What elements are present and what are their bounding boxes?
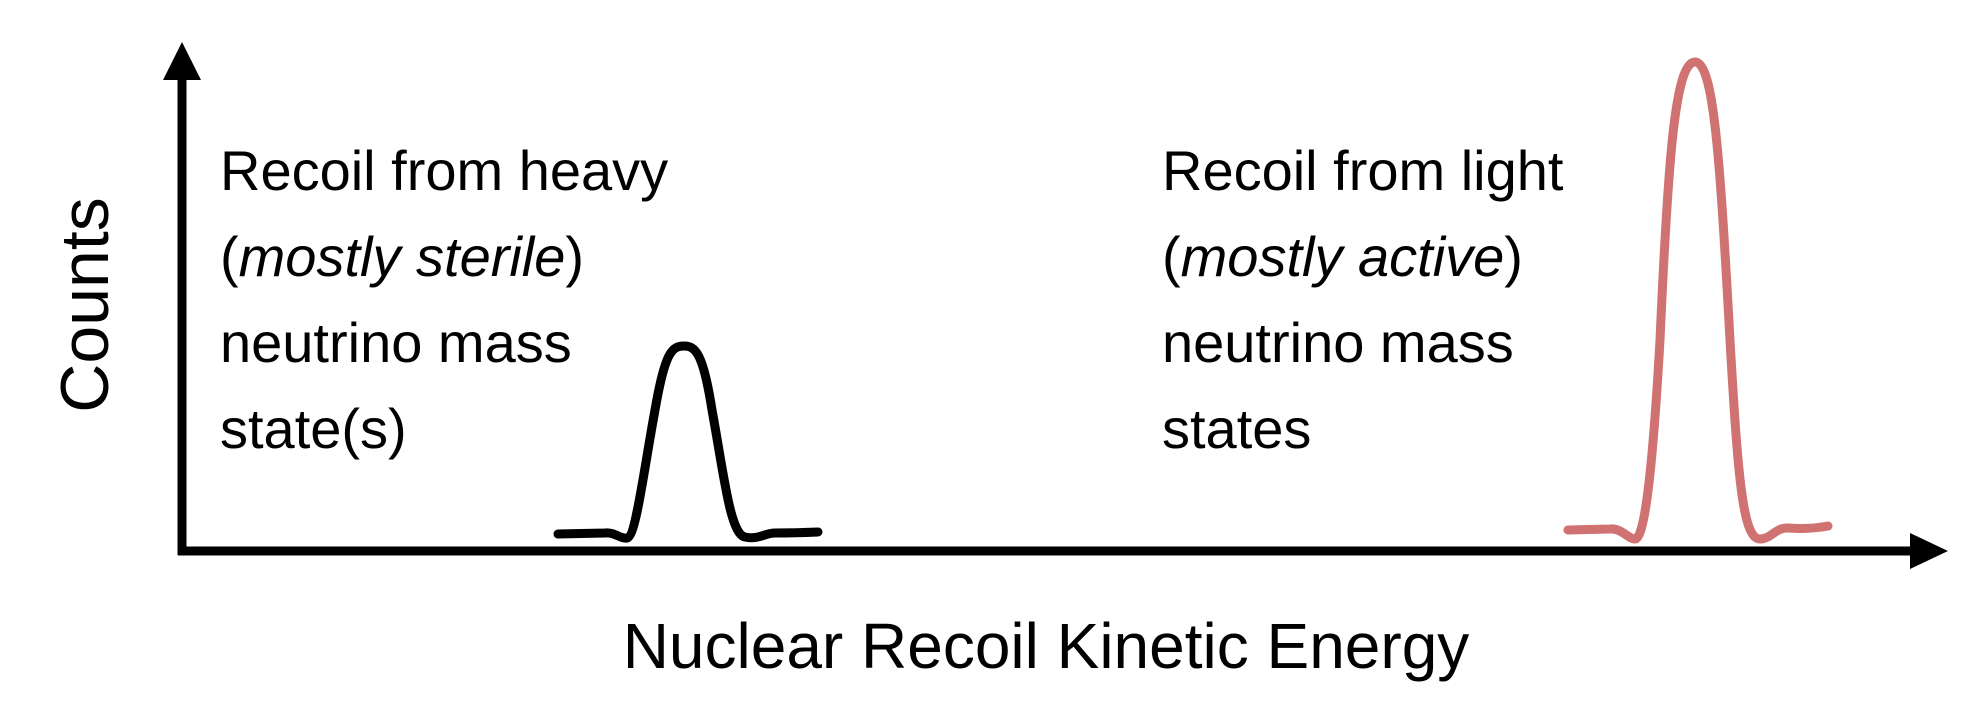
light-annotation-line2: (mostly active) — [1162, 225, 1523, 288]
heavy-annotation-line3: neutrino mass — [220, 311, 572, 374]
x-axis-arrowhead — [1910, 533, 1948, 569]
heavy-annotation-line2: (mostly sterile) — [220, 225, 584, 288]
heavy-state-annotation: Recoil from heavy (mostly sterile) neutr… — [220, 139, 668, 460]
heavy-italic-text: mostly sterile — [239, 225, 566, 288]
light-annotation-line4: states — [1162, 397, 1311, 460]
light-annotation-line1: Recoil from light — [1162, 139, 1564, 202]
heavy-paren-open: ( — [220, 225, 239, 288]
light-italic-text: mostly active — [1181, 225, 1505, 288]
light-state-peak — [1563, 57, 1833, 544]
light-state-annotation: Recoil from light (mostly active) neutri… — [1162, 139, 1564, 460]
y-axis-label: Counts — [47, 197, 123, 412]
x-axis-label: Nuclear Recoil Kinetic Energy — [623, 610, 1470, 682]
y-axis-arrowhead — [163, 42, 201, 80]
heavy-annotation-line4: state(s) — [220, 397, 407, 460]
heavy-state-peak — [553, 341, 823, 543]
light-paren-close: ) — [1504, 225, 1523, 288]
light-annotation-line3: neutrino mass — [1162, 311, 1514, 374]
heavy-annotation-line1: Recoil from heavy — [220, 139, 668, 202]
light-paren-open: ( — [1162, 225, 1181, 288]
heavy-paren-close: ) — [565, 225, 584, 288]
